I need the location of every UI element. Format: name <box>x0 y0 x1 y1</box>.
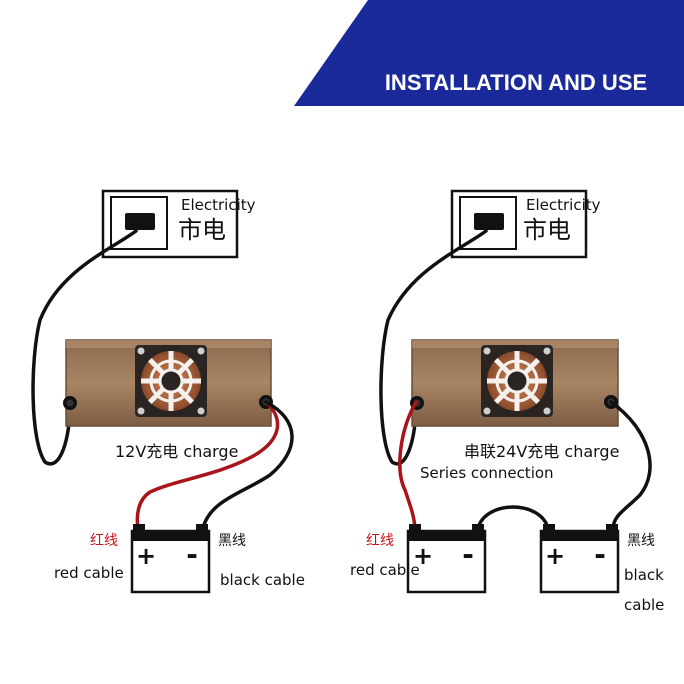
right-charge-label: 串联24V充电 charge <box>464 442 619 461</box>
right-black-cable <box>609 400 652 530</box>
battery-icon <box>406 529 487 594</box>
right-power-cord <box>379 229 488 466</box>
right-battery2-minus: - <box>594 538 606 571</box>
left-outlet: Electricity 市电 <box>101 189 256 259</box>
banner-title: INSTALLATION AND USE <box>385 70 647 95</box>
right-outlet-label-zh: 市电 <box>523 216 571 244</box>
left-outlet-label-en: Electricity <box>181 196 256 214</box>
right-red-label-zh: 红线 <box>366 533 394 549</box>
battery-icon <box>539 529 620 594</box>
left-battery-plus: + <box>136 542 156 570</box>
right-battery-1: + - <box>406 524 487 594</box>
right-battery2-plus: + <box>545 542 565 570</box>
right-battery1-plus: + <box>413 542 433 570</box>
left-black-label-en: black cable <box>220 571 305 589</box>
left-red-label-en: red cable <box>54 564 124 582</box>
left-red-cable <box>135 400 280 530</box>
battery-icon <box>130 529 211 594</box>
series-link-cable <box>476 505 550 530</box>
terminal-icon <box>63 396 77 410</box>
left-battery-minus: - <box>186 538 198 571</box>
left-black-label-zh: 黑线 <box>218 533 246 549</box>
right-red-cable <box>398 400 418 530</box>
fan-icon <box>135 345 207 417</box>
right-series-label: Series connection <box>420 464 554 482</box>
banner-shape <box>294 0 684 106</box>
right-black-label-zh: 黑线 <box>627 533 655 549</box>
banner: INSTALLATION AND USE <box>294 0 684 106</box>
right-battery-2: + - <box>539 524 620 594</box>
right-diagram: Electricity 市电 串联24V充电 charge Series con… <box>350 189 664 614</box>
right-battery1-minus: - <box>462 538 474 571</box>
right-charger <box>410 339 619 427</box>
left-red-label-zh: 红线 <box>90 533 118 549</box>
right-black-label-en-2: cable <box>624 596 664 614</box>
left-charge-label: 12V充电 charge <box>115 442 238 461</box>
right-outlet-label-en: Electricity <box>526 196 601 214</box>
left-diagram: Electricity 市电 12V充电 charge + - 红线 <box>31 189 305 594</box>
fan-icon <box>481 345 553 417</box>
left-charger <box>63 339 273 427</box>
left-battery: + - <box>130 524 211 594</box>
left-power-cord <box>31 229 138 466</box>
right-red-label-en: red cable <box>350 561 420 579</box>
right-black-label-en-1: black <box>624 566 664 584</box>
left-outlet-label-zh: 市电 <box>178 216 226 244</box>
left-black-cable <box>201 400 294 530</box>
right-outlet: Electricity 市电 <box>450 189 601 259</box>
